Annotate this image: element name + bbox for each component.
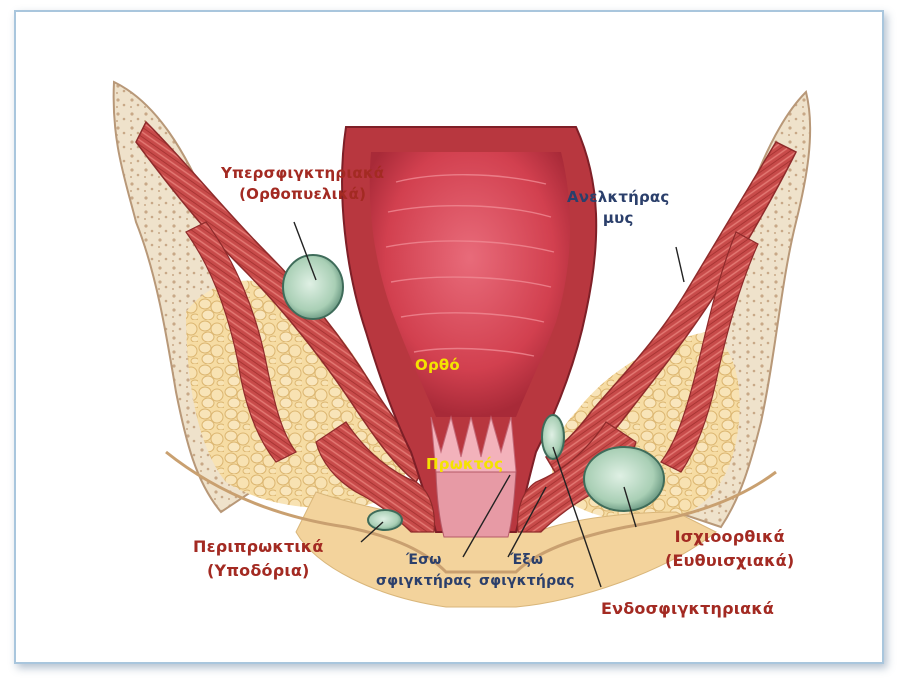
leader-perianal bbox=[360, 521, 384, 543]
rectal-folds bbox=[385, 174, 555, 357]
leader-intersphincteric bbox=[552, 446, 602, 588]
label-anal-canal: Πρωκτός bbox=[426, 454, 503, 475]
label-levator: Ανελκτήρας μυς bbox=[567, 187, 670, 229]
leader-external-sphincter bbox=[507, 486, 547, 558]
label-ischiorectal-text: Ισχιοορθικά (Ευθυισχιακά) bbox=[665, 527, 795, 570]
label-anal-canal-text: Πρωκτός bbox=[426, 455, 504, 473]
leader-lines bbox=[293, 221, 685, 588]
label-supralevator-text: Υπερσφιγκτηριακά (Ορθοπυελικά) bbox=[221, 164, 385, 203]
left-outer-muscle bbox=[185, 221, 297, 463]
label-ischiorectal: Ισχιοορθικά (Ευθυισχιακά) bbox=[665, 525, 794, 573]
leader-supralevator bbox=[293, 221, 317, 281]
label-rectum: Ορθό bbox=[415, 355, 460, 376]
supralevator-abscess bbox=[282, 254, 344, 320]
label-intersphincteric-text: Ενδοσφιγκτηριακά bbox=[601, 599, 775, 618]
label-external-sphincter: Έξω σφιγκτήρας bbox=[479, 550, 575, 592]
label-intersphincteric: Ενδοσφιγκτηριακά bbox=[601, 598, 774, 619]
label-levator-text: Ανελκτήρας μυς bbox=[567, 188, 670, 227]
right-outer-muscle bbox=[660, 231, 759, 473]
diagram-frame: Υπερσφιγκτηριακά (Ορθοπυελικά) Ανελκτήρα… bbox=[14, 10, 884, 664]
ischiorectal-abscess bbox=[583, 446, 665, 512]
label-perianal-text: Περιπρωκτικά (Υποδόρια) bbox=[193, 537, 324, 580]
label-perianal: Περιπρωκτικά (Υποδόρια) bbox=[193, 535, 324, 583]
label-supralevator: Υπερσφιγκτηριακά (Ορθοπυελικά) bbox=[221, 163, 384, 205]
skin-surface bbox=[165, 450, 777, 574]
label-external-sphincter-text: Έξω σφιγκτήρας bbox=[479, 552, 575, 589]
intersphincteric-abscess bbox=[541, 414, 565, 460]
label-rectum-text: Ορθό bbox=[415, 356, 460, 374]
label-internal-sphincter-text: Έσω σφιγκτήρας bbox=[376, 552, 472, 589]
leader-internal-sphincter bbox=[462, 474, 511, 558]
leader-ischiorectal bbox=[623, 486, 637, 528]
leader-levator bbox=[675, 246, 685, 283]
label-internal-sphincter: Έσω σφιγκτήρας bbox=[376, 550, 472, 592]
anal-canal bbox=[435, 471, 517, 538]
left-sphincter-complex bbox=[315, 421, 436, 533]
anatomy-illustration bbox=[112, 80, 812, 608]
perianal-abscess bbox=[367, 509, 403, 531]
